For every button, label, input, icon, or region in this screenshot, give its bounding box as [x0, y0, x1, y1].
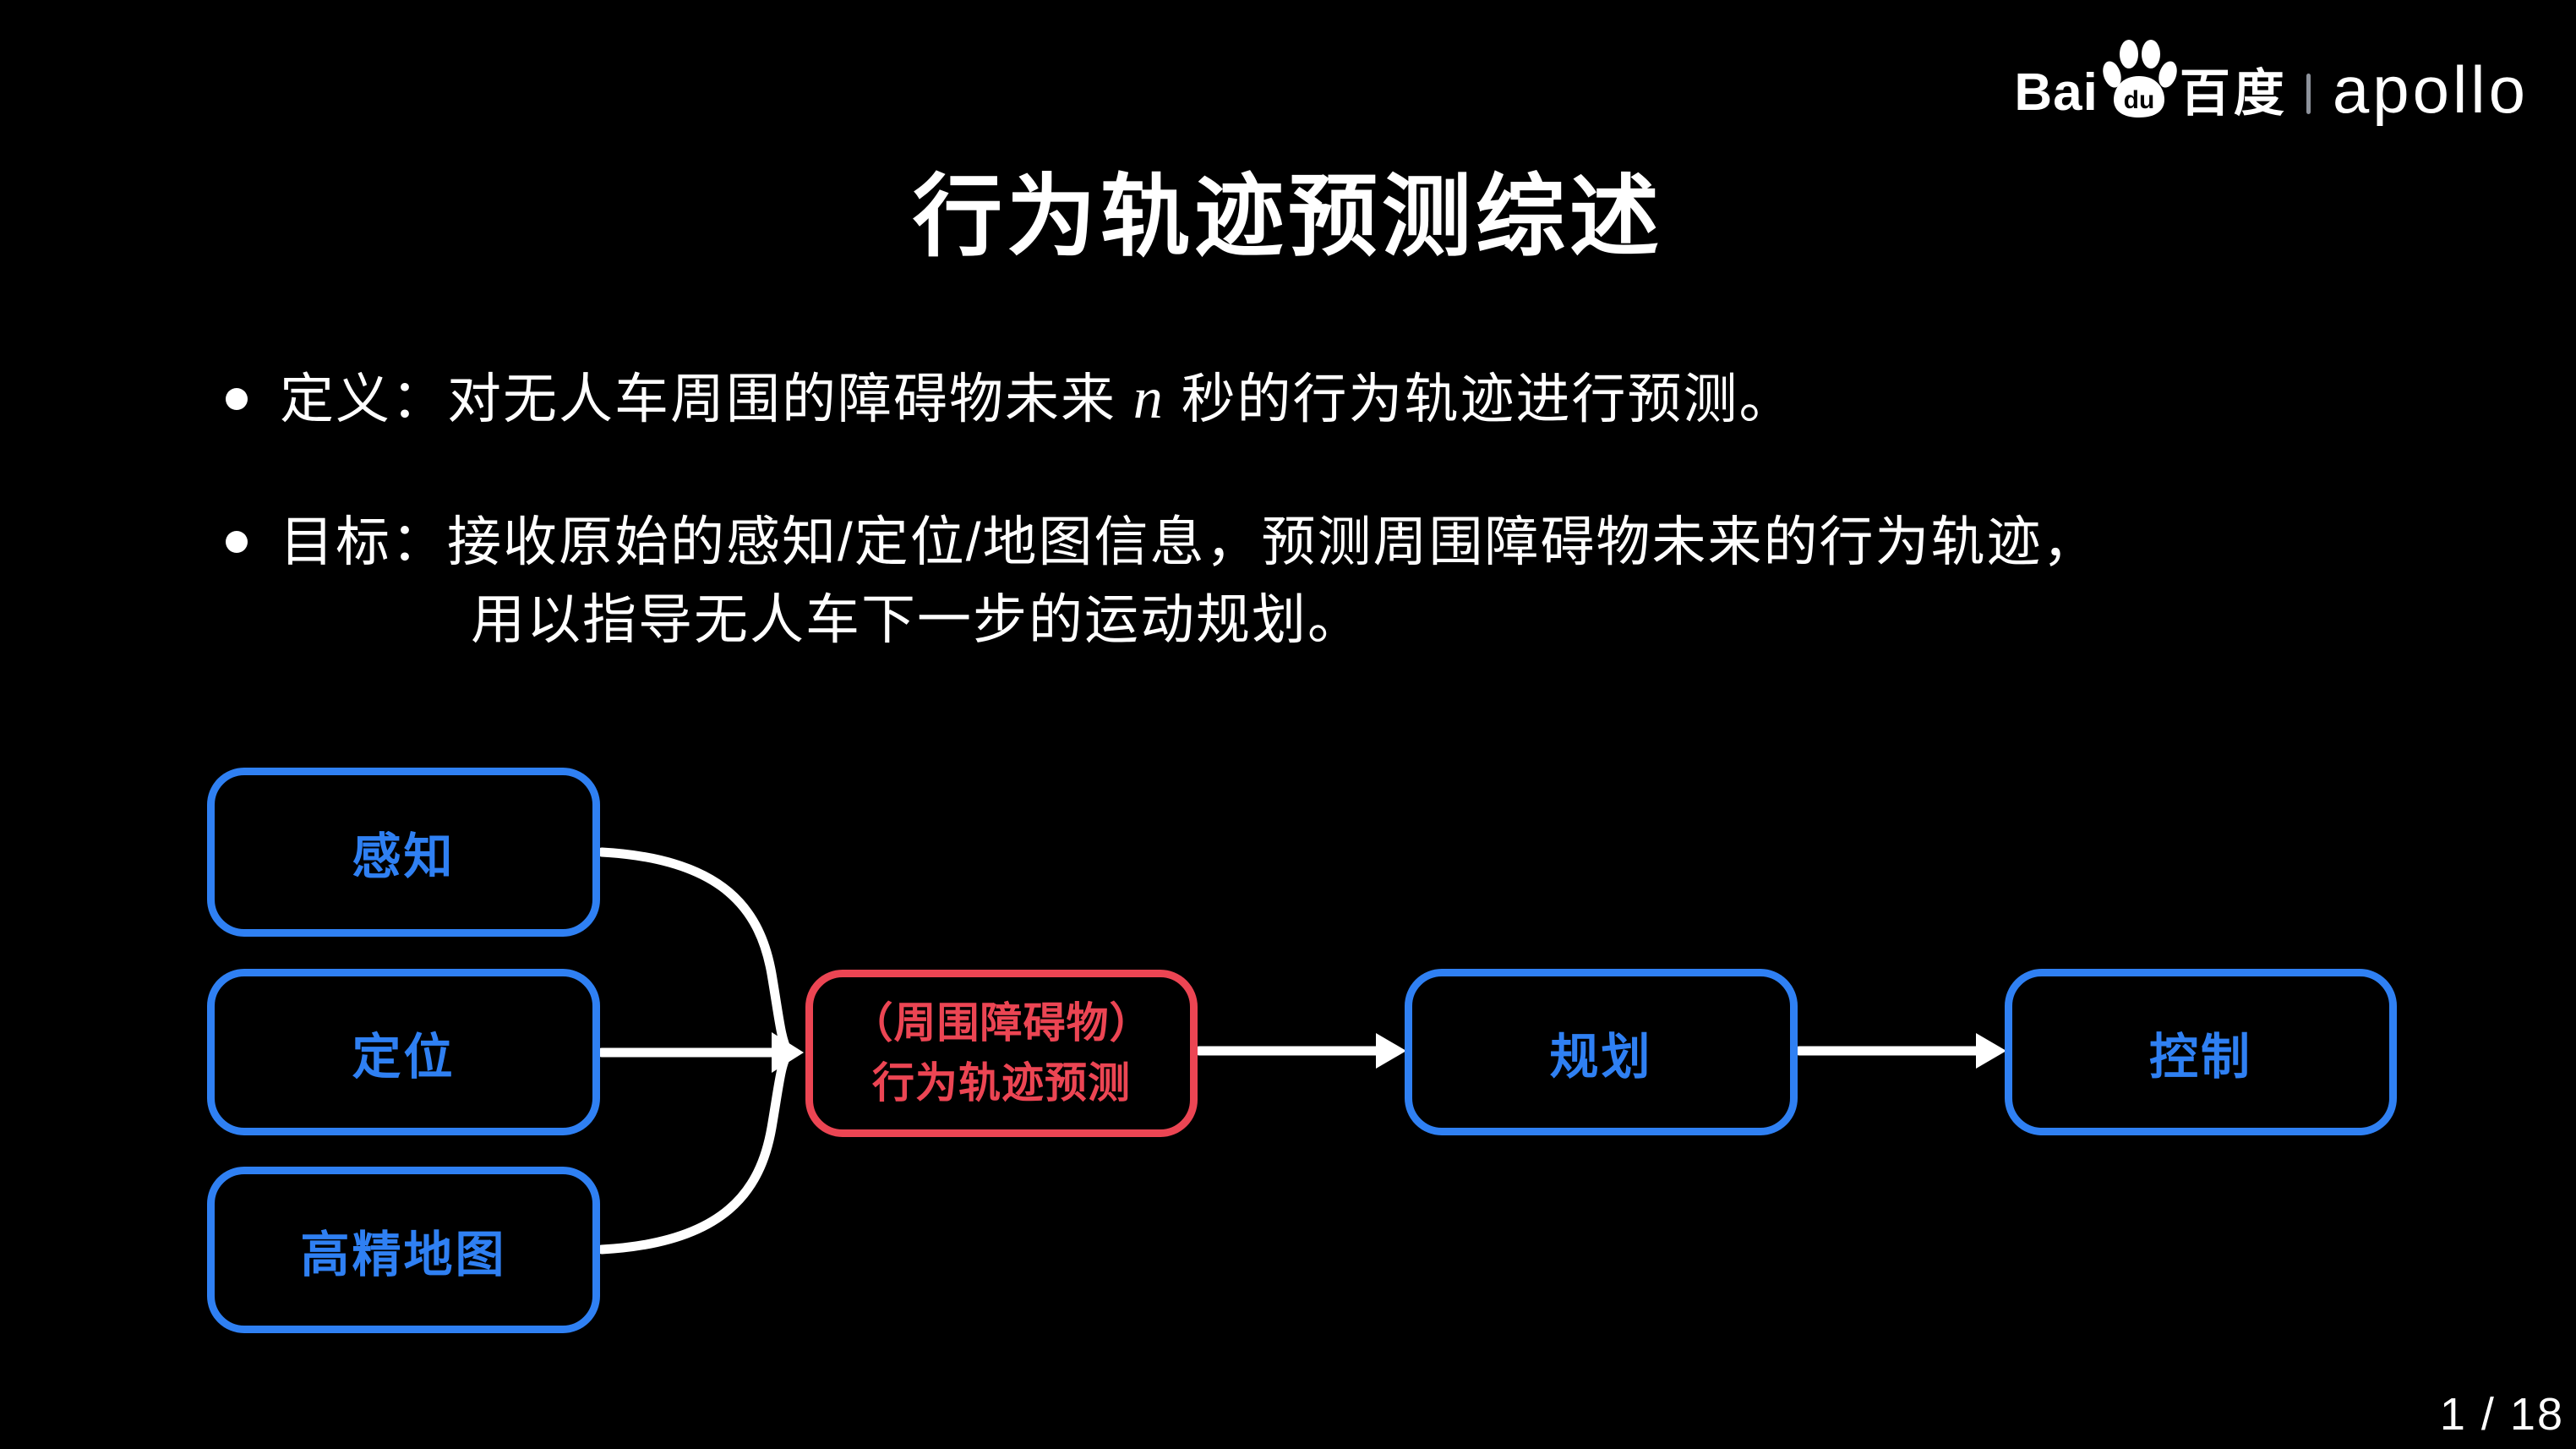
- page-number: 1 / 18: [2439, 1389, 2564, 1440]
- goal-line1: 目标：接收原始的感知/定位/地图信息，预测周围障碍物未来的行为轨迹，: [280, 511, 2098, 572]
- control-label: 控制: [2148, 1029, 2252, 1085]
- definition-prefix: 定义：对无人车周围的障碍物未来: [280, 369, 1133, 429]
- arrowhead-prediction: [772, 1032, 804, 1073]
- bullet-item-definition: 定义：对无人车周围的障碍物未来 n 秒的行为轨迹进行预测。: [226, 360, 1795, 438]
- arrow-perception-to-prediction: [597, 847, 793, 1056]
- definition-text: 定义：对无人车周围的障碍物未来 n 秒的行为轨迹进行预测。: [280, 360, 1795, 438]
- bullet-dot: [226, 531, 248, 553]
- input-box-perception: 感知: [207, 768, 600, 937]
- math-variable-n: n: [1132, 366, 1165, 431]
- hdmap-label: 高精地图: [300, 1227, 507, 1282]
- prediction-line1: （周围障碍物）: [850, 999, 1153, 1047]
- baidu-wordmark-bai: Bai: [2014, 63, 2098, 122]
- page-title: 行为轨迹预测综述: [913, 167, 1663, 267]
- baidu-wordmark-du: du: [2123, 86, 2154, 114]
- control-box: 控制: [2005, 969, 2397, 1135]
- localization-label: 定位: [352, 1029, 456, 1085]
- logo-divider: [2306, 74, 2311, 114]
- planning-box: 规划: [1405, 969, 1798, 1135]
- input-box-localization: 定位: [207, 969, 600, 1135]
- baidu-wordmark-cn: 百度: [2179, 65, 2288, 122]
- apollo-wordmark: apollo: [2332, 52, 2529, 127]
- bullet-dot: [226, 388, 248, 410]
- prediction-line2: 行为轨迹预测: [872, 1059, 1131, 1107]
- baidu-paw-icon: du: [2100, 36, 2178, 124]
- arrowhead-control: [1976, 1033, 2006, 1069]
- goal-line2: 用以指导无人车下一步的运动规划。: [471, 589, 1363, 650]
- prediction-label: （周围障碍物） 行为轨迹预测: [851, 993, 1153, 1113]
- input-box-hdmap: 高精地图: [207, 1167, 600, 1333]
- planning-label: 规划: [1549, 1029, 1653, 1085]
- definition-suffix: 秒的行为轨迹进行预测。: [1164, 369, 1795, 429]
- brand-logo: Bai du 百度 apollo: [2014, 36, 2529, 124]
- arrow-hdmap-to-prediction: [597, 1049, 793, 1255]
- arrowhead-planning: [1376, 1033, 1406, 1069]
- prediction-box: （周围障碍物） 行为轨迹预测: [805, 970, 1198, 1137]
- perception-label: 感知: [352, 829, 456, 884]
- bullet-item-goal: 目标：接收原始的感知/定位/地图信息，预测周围障碍物未来的行为轨迹， 用以指导无…: [226, 503, 2098, 659]
- goal-text: 目标：接收原始的感知/定位/地图信息，预测周围障碍物未来的行为轨迹， 用以指导无…: [280, 503, 2098, 659]
